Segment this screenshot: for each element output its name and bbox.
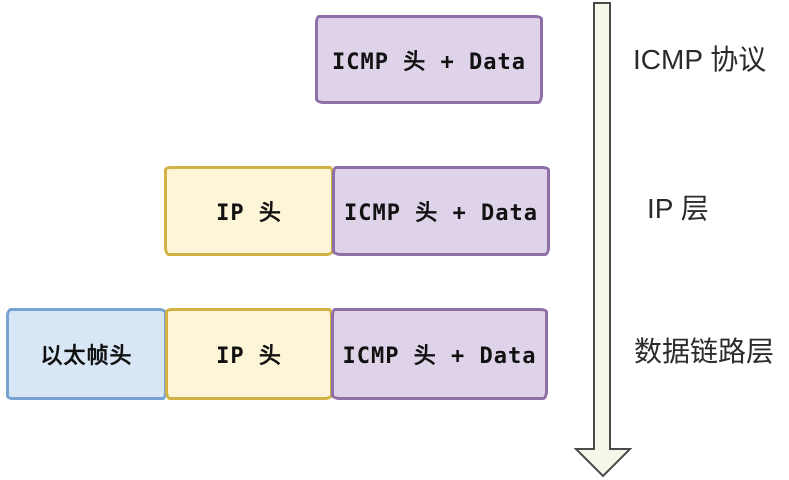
box-text: IP 头 [216,344,282,369]
box-ip-header-row3: IP 头 [165,308,333,400]
box-text: ICMP 头 + Data [344,201,538,226]
box-icmp-header-data-row2: ICMP 头 + Data [332,166,550,256]
box-ethernet-frame-header-row3: 以太帧头 [6,308,167,400]
row-label-data-link-layer: 数据链路层 [634,336,775,367]
box-icmp-header-data-row1: ICMP 头 + Data [315,15,543,104]
box-ip-header-row2: IP 头 [164,166,334,256]
box-text: 以太帧头 [40,344,133,369]
box-text: IP 头 [216,201,282,226]
box-text: ICMP 头 + Data [332,49,526,75]
row-label-icmp-protocol: ICMP 协议 [633,44,767,75]
row-label-ip-layer: IP 层 [647,193,709,224]
box-text: ICMP 头 + Data [342,344,537,369]
down-arrow-icon [573,2,633,478]
box-icmp-header-data-row3: ICMP 头 + Data [331,308,548,400]
